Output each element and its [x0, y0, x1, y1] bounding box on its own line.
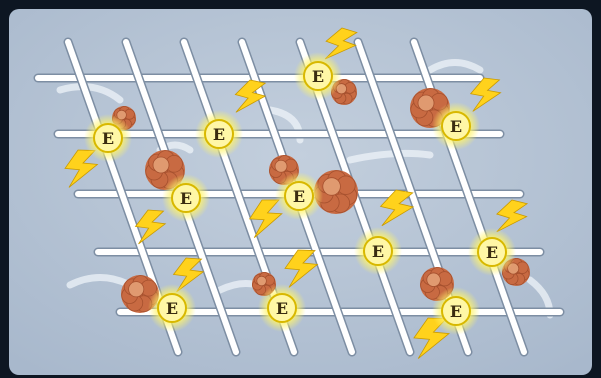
electron-marker-icon: E	[294, 52, 342, 100]
electron-marker-label: E	[450, 117, 462, 136]
electron-marker-label: E	[180, 189, 192, 208]
electron-marker-icon: E	[432, 102, 480, 150]
electron-marker-label: E	[102, 129, 114, 148]
electron-marker-icon: E	[195, 110, 243, 158]
electron-marker-icon: E	[148, 284, 196, 332]
electron-marker-icon: E	[468, 228, 516, 276]
electron-marker-icon: E	[354, 227, 402, 275]
electron-marker-label: E	[166, 299, 178, 318]
electron-marker-label: E	[276, 299, 288, 318]
electron-marker-icon: E	[162, 174, 210, 222]
electron-marker-icon: E	[432, 287, 480, 335]
electron-marker-label: E	[312, 67, 324, 86]
electron-marker-label: E	[293, 187, 305, 206]
electron-marker-label: E	[213, 125, 225, 144]
electron-marker-label: E	[450, 302, 462, 321]
electron-marker-icon: E	[84, 114, 132, 162]
electron-marker-icon: E	[275, 172, 323, 220]
electron-marker-icon: E	[258, 284, 306, 332]
electron-marker-label: E	[486, 243, 498, 262]
electron-marker-label: E	[372, 242, 384, 261]
